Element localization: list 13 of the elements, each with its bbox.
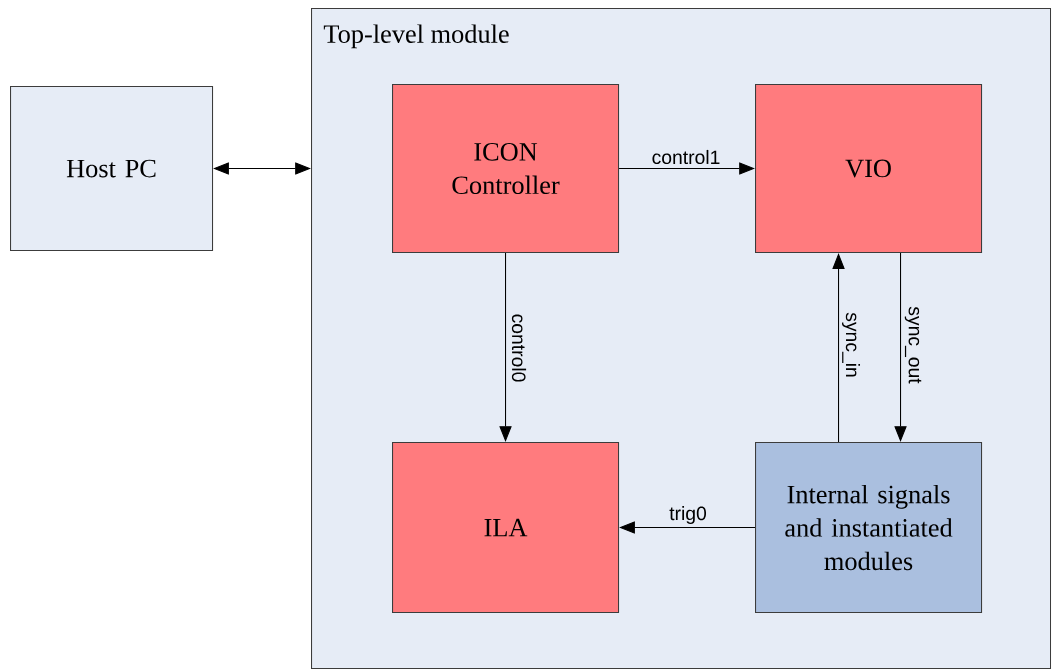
edge-label: trig0 [669,506,707,524]
core-box: VIO [755,84,983,254]
host-box: Host PC [10,86,214,252]
edge-label: sync_out [904,306,922,384]
edge-label: sync_in [842,312,860,377]
edge-label: control0 [511,314,527,382]
edge-label: control1 [652,149,720,165]
core-box: ILA [392,442,620,614]
core-box: ICON Controller [392,84,620,254]
arrow [894,252,907,442]
arrow [618,162,755,175]
signals-box: Internal signals and instantiated modules [755,442,983,614]
arrow [499,252,512,442]
